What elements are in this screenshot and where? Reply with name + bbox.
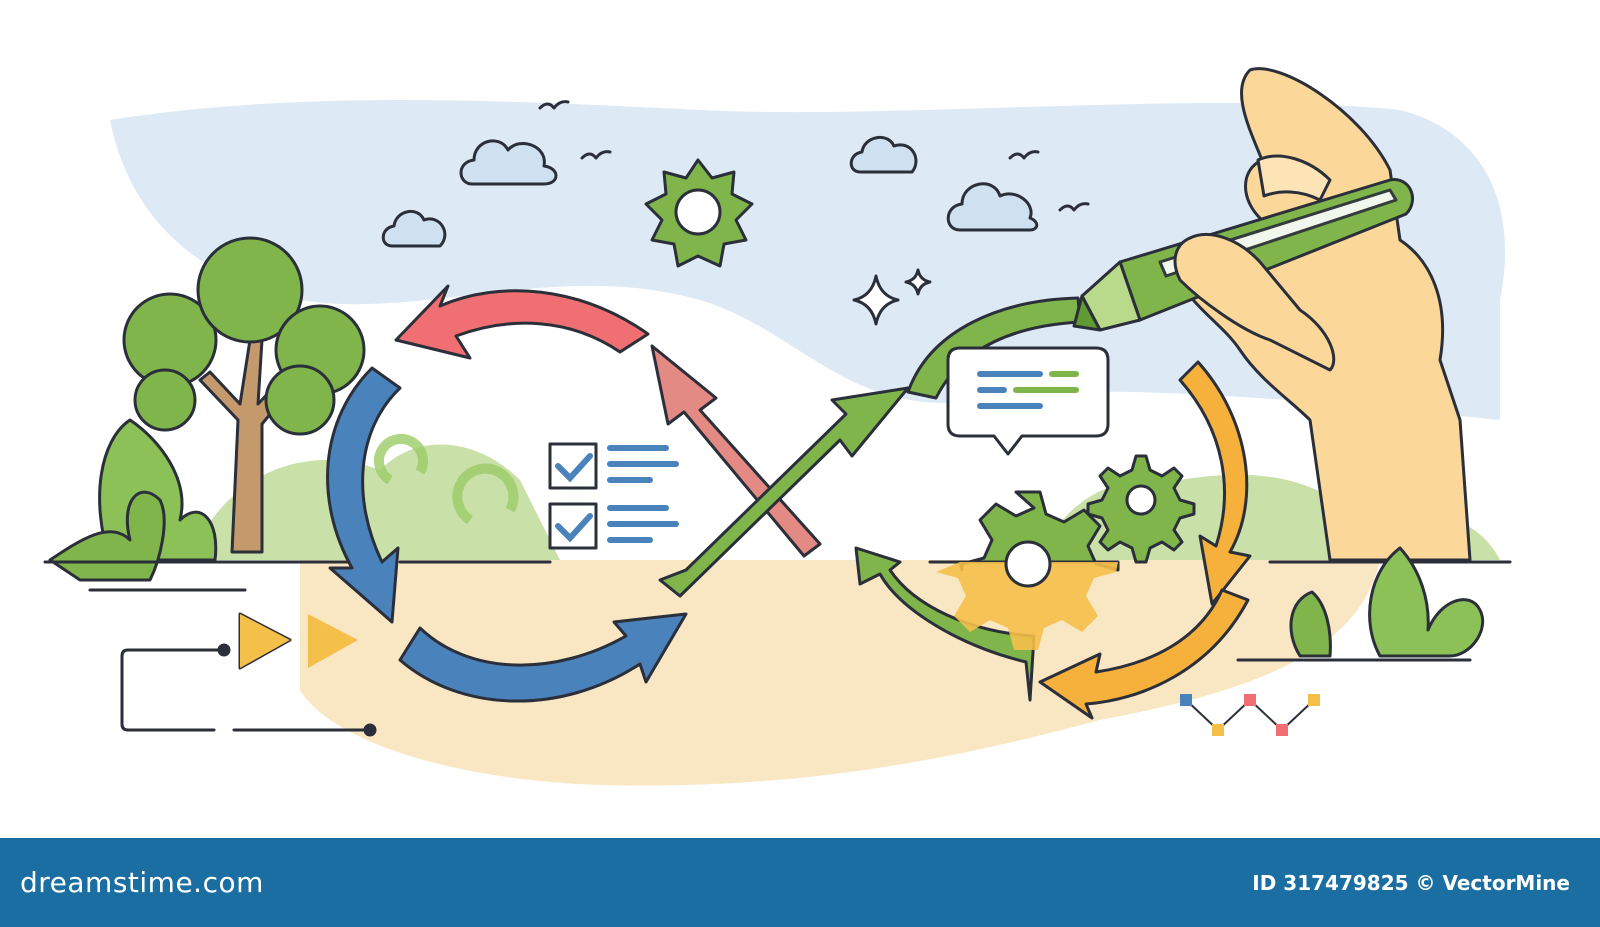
bush-icon [48,418,218,582]
sun-icon [644,158,754,268]
checklist-icon [548,442,679,550]
sky-background [110,100,1506,420]
bush-icon [1289,546,1485,658]
image-credit: ID 317479825 © VectorMine [1252,870,1570,895]
illustration [43,67,1512,786]
play-arrows-icon [238,612,358,670]
cloud-icon [849,136,918,174]
bird-icon [538,100,1090,212]
swirl-decoration [374,433,519,525]
blue-arrow-left [326,366,402,624]
orange-arrow-right [1178,360,1252,606]
green-arrow-bottom [854,546,1036,702]
gear-icon [1086,454,1196,564]
cloud-icon [946,182,1039,232]
sparkle-icon [852,268,932,326]
red-arrow [394,284,650,360]
cloud-icon [381,210,447,248]
tree-icon [122,236,366,554]
sand-ground [300,560,1380,786]
infinity-loop [326,284,1252,720]
blue-arrow-bottom [398,612,688,703]
flow-line-icon [120,643,377,737]
orange-arrow-bottom [1038,588,1250,720]
hand-icon [1173,233,1336,372]
pink-arrow [650,344,822,558]
speech-bubble-icon [946,346,1110,456]
site-brand[interactable]: dreamstime.com [20,866,264,899]
green-arrow-diagonal [658,386,910,598]
gear-icon [936,490,1120,650]
zigzag-graph-icon [1180,694,1320,736]
footer-bar: dreamstime.com ID 317479825 © VectorMine [0,838,1600,927]
cloud-icon [459,139,558,186]
